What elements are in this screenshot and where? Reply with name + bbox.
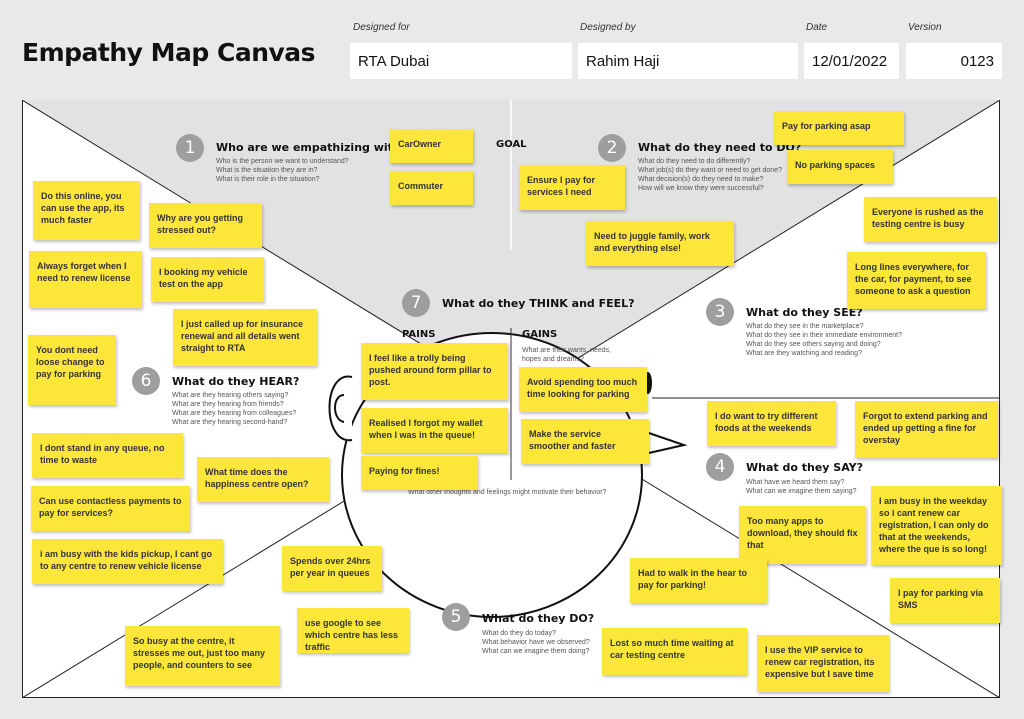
section-title-who: Who are we empathizing with?: [216, 141, 408, 154]
sticky-note[interactable]: Spends over 24hrs per year in queues: [282, 546, 382, 591]
sticky-note[interactable]: Forgot to extend parking and ended up ge…: [855, 401, 998, 458]
sticky-note[interactable]: use google to see which centre has less …: [297, 608, 409, 653]
sticky-note[interactable]: Lost so much time waiting at car testing…: [602, 628, 747, 675]
section-number-2: 2: [598, 134, 626, 162]
section-sub-hear: What are they hearing others saying?What…: [172, 392, 297, 426]
sticky-note-commuter[interactable]: Commuter: [390, 171, 473, 205]
gains-label: GAINS: [522, 329, 558, 340]
sticky-note[interactable]: Always forget when I need to renew licen…: [29, 251, 142, 308]
section-sub-see: What do they see in the marketplace?What…: [746, 323, 903, 357]
sticky-note[interactable]: What time does the happiness centre open…: [197, 457, 329, 502]
sticky-note[interactable]: I booking my vehicle test on the app: [151, 257, 264, 302]
section-sub-say: What have we heard them say?What can we …: [746, 479, 857, 495]
date-field[interactable]: 12/01/2022: [804, 43, 899, 79]
sticky-note[interactable]: I am busy in the weekday so i cant renew…: [871, 486, 1002, 565]
sticky-note[interactable]: You dont need loose change to pay for pa…: [28, 335, 116, 405]
sticky-note[interactable]: I just called up for insurance renewal a…: [173, 309, 317, 366]
sticky-note[interactable]: Do this online, you can use the app, its…: [33, 181, 140, 240]
sticky-note[interactable]: I dont stand in any queue, no time to wa…: [32, 433, 183, 478]
sticky-note[interactable]: I use the VIP service to renew car regis…: [757, 635, 889, 692]
sticky-note[interactable]: Long lines everywhere, for the car, for …: [847, 252, 986, 309]
sticky-note[interactable]: Need to juggle family, work and everythi…: [586, 221, 734, 266]
section-title-think: What do they THINK and FEEL?: [442, 297, 635, 310]
sticky-note[interactable]: I feel like a trolly being pushed around…: [361, 343, 508, 400]
section-number-5: 5: [442, 603, 470, 631]
sticky-note[interactable]: I pay for parking via SMS: [890, 578, 1000, 623]
designed-by-field[interactable]: Rahim Haji: [578, 43, 798, 79]
section-title-say: What do they SAY?: [746, 461, 864, 474]
sticky-note[interactable]: Too many apps to download, they should f…: [739, 506, 866, 564]
sticky-note[interactable]: Can use contactless payments to pay for …: [31, 486, 190, 531]
version-label: Version: [908, 22, 942, 33]
sticky-note[interactable]: Paying for fines!: [361, 456, 478, 490]
sticky-note[interactable]: Avoid spending too much time looking for…: [519, 367, 647, 412]
pains-label: PAINS: [402, 329, 436, 340]
section-sub-who: Who is the person we want to understand?…: [216, 158, 349, 183]
section-sub-do: What do they need to do differently?What…: [638, 158, 782, 192]
sticky-note[interactable]: No parking spaces: [787, 150, 893, 184]
sticky-note[interactable]: Why are you getting stressed out?: [149, 203, 262, 248]
section-title-dodo: What do they DO?: [482, 612, 595, 625]
canvas-lines: [22, 100, 1000, 698]
sticky-note[interactable]: Pay for parking asap: [774, 111, 904, 145]
designed-by-label: Designed by: [580, 22, 636, 33]
date-label: Date: [806, 22, 828, 33]
sticky-note[interactable]: Ensure I pay for services I need: [519, 165, 625, 210]
section-sub-dodo: What do they do today?What behavior have…: [482, 630, 590, 655]
sticky-note[interactable]: Realised I forgot my wallet when I was i…: [361, 408, 508, 453]
goal-label: GOAL: [496, 139, 527, 150]
sticky-note[interactable]: i am busy with the kids pickup, I cant g…: [32, 539, 223, 584]
section-number-4: 4: [706, 453, 734, 481]
section-number-6: 6: [132, 367, 160, 395]
section-number-1: 1: [176, 134, 204, 162]
section-title-hear: What do they HEAR?: [172, 375, 300, 388]
sticky-note[interactable]: Make the service smoother and faster: [521, 419, 649, 464]
section-title-see: What do they SEE?: [746, 306, 863, 319]
sticky-note-carowner[interactable]: CarOwner: [390, 129, 473, 163]
section-number-3: 3: [706, 298, 734, 326]
sticky-note[interactable]: So busy at the centre, it stresses me ou…: [125, 626, 280, 686]
sticky-note[interactable]: Had to walk in the hear to pay for parki…: [630, 558, 767, 603]
section-number-7: 7: [402, 289, 430, 317]
sticky-note[interactable]: I do want to try different foods at the …: [707, 401, 836, 446]
section-title-do: What do they need to DO?: [638, 141, 802, 154]
motivate-text: What other thoughts and feelings might m…: [408, 489, 607, 496]
designed-for-label: Designed for: [353, 22, 410, 33]
gains-sub: What are their wants, needs,hopes and dr…: [522, 347, 612, 363]
designed-for-field[interactable]: RTA Dubai: [350, 43, 572, 79]
sticky-note[interactable]: Everyone is rushed as the testing centre…: [864, 197, 997, 242]
version-field[interactable]: 0123: [906, 43, 1002, 79]
page-title: Empathy Map Canvas: [22, 38, 316, 67]
